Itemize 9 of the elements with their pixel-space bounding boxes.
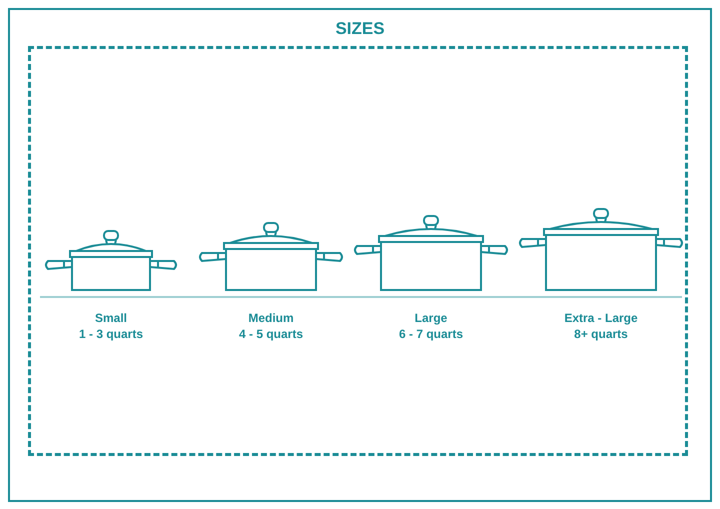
capacity-text: 6 - 7 quarts bbox=[398, 326, 464, 342]
capacity-text: 4 - 5 quarts bbox=[238, 326, 304, 342]
title: SIZES bbox=[334, 18, 386, 40]
capacity-text: 1 - 3 quarts bbox=[78, 326, 144, 342]
size-name: Extra - Large bbox=[564, 310, 638, 326]
size-name: Small bbox=[94, 310, 127, 326]
size-name: Large bbox=[414, 310, 448, 326]
size-name: Medium bbox=[248, 310, 294, 326]
capacity-text: 8+ quarts bbox=[574, 326, 628, 342]
